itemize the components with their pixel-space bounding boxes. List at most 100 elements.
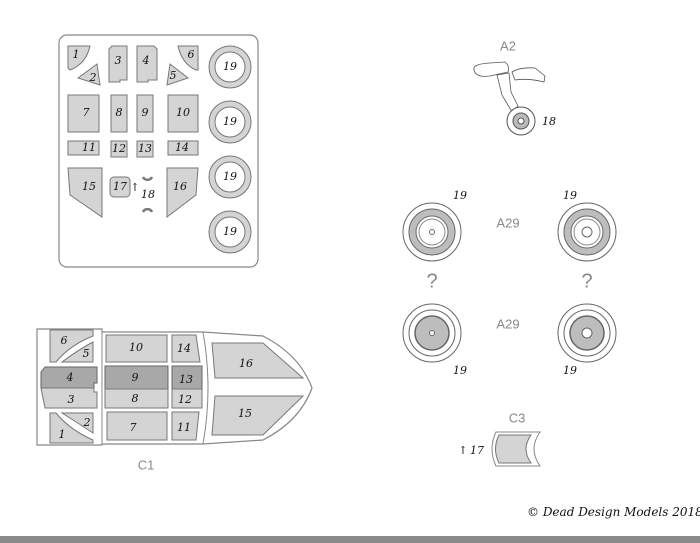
mask-part-19-label: 19 [223,115,237,128]
c1-part-7 [106,411,168,441]
c1-part-7-label: 7 [130,421,137,434]
c1-part-10-label: 10 [129,341,143,354]
mask-part-18-label: 18 [141,188,155,201]
mask-part-9-label: 9 [142,106,149,119]
arrow-up-icon: ↑ [458,444,467,457]
wheel-part-label: 19 [563,189,577,202]
mask-part-1-label: 1 [73,48,80,61]
c1-part-15-label: 15 [238,407,252,420]
c3-label: C3 [509,410,526,425]
c1-part-6 [49,329,94,363]
mask-part-4 [136,45,158,83]
mask-part-11 [67,140,100,156]
c1-part-4 [40,366,98,389]
mask-part-3 [108,45,128,83]
question-mark-icon: ? [581,270,592,292]
mask-part-14 [167,140,199,156]
wheel-top-left [402,202,462,262]
c1-part-6-label: 6 [61,334,68,347]
wheel-bottom-left [402,303,462,363]
a2-part-label: 18 [542,115,556,128]
c1-part-2-label: 2 [83,416,91,429]
mask-part-19-label: 19 [223,170,237,183]
mask-part-6 [177,45,199,71]
c1-part-16-label: 16 [239,357,253,370]
bottom-border [0,536,700,543]
mask-sheet: 1 2 3 4 5 6 7 8 9 10 11 12 13 14 15 17 ↑… [58,34,259,268]
c1-part-11-label: 11 [177,421,191,434]
mask-part-5 [166,63,190,86]
c1-part-2 [60,412,94,434]
mask-part-1 [67,45,91,71]
mask-part-19-label: 19 [223,60,237,73]
mask-part-15 [67,167,103,218]
mask-part-11-label: 11 [82,141,96,154]
mask-part-10-label: 10 [176,106,190,119]
question-mark-icon: ? [426,270,437,292]
mask-part-19-label: 19 [223,225,237,238]
wheel-part-label: 19 [563,364,577,377]
c1-part-10 [105,334,168,363]
mask-part-16-label: 16 [173,180,187,193]
mask-part-2-label: 2 [89,71,97,84]
mask-part-17-label: 17 [113,180,127,193]
c1-part-14-label: 14 [177,342,191,355]
mask-part-14-label: 14 [175,141,189,154]
wheel-part-label: 19 [453,364,467,377]
mask-part-18-a [141,176,154,182]
c1-part-9-label: 9 [132,371,139,384]
mask-part-7 [67,94,100,133]
canopy-c1: 6 5 4 3 2 1 10 9 8 7 14 13 12 11 16 15 C… [36,328,313,472]
c3-part-label: 17 [470,444,484,457]
c1-part-14 [171,334,201,363]
c1-part-13-label: 13 [179,373,193,386]
wheel-part-label: 19 [453,189,467,202]
c1-part-16 [211,342,305,379]
a29-label-bottom: A29 [496,316,519,331]
mask-part-18-b [141,207,154,213]
mask-part-12 [110,140,128,158]
c1-part-12 [171,388,203,409]
mask-part-19-rings [208,45,252,254]
c1-part-8-label: 8 [132,392,139,405]
mask-part-15-label: 15 [82,180,96,193]
part-c3: C3 ↑ 17 [458,410,541,467]
mask-part-16 [166,167,199,219]
c1-part-1-label: 1 [59,428,66,441]
c1-part-5-label: 5 [83,347,90,360]
c1-part-12-label: 12 [178,393,192,406]
wheel-top-right [557,202,617,262]
c1-part-8 [104,388,169,409]
mask-part-2 [76,63,101,86]
arrow-up-icon: ↑ [130,181,139,194]
c1-part-3-label: 3 [68,393,75,406]
mask-part-7-label: 7 [83,106,90,119]
copyright-text: © Dead Design Models 2018 [527,505,700,519]
mask-part-6-label: 6 [188,48,195,61]
a2-label: A2 [500,38,516,53]
c1-part-15 [211,395,305,436]
mask-part-17 [109,176,131,198]
mask-part-10 [167,94,199,133]
mask-part-9 [136,94,154,133]
c1-part-4-label: 4 [66,371,74,384]
mask-part-4-label: 4 [142,54,150,67]
mask-part-8-label: 8 [116,106,123,119]
mask-part-8 [110,94,128,133]
c1-part-11 [171,411,200,441]
wheel-bottom-right [557,303,617,363]
wheels-a29: 19 19 19 19 A29 A29 ? ? [402,189,617,377]
c1-label: C1 [138,457,155,472]
c1-part-5 [60,341,94,363]
mask-part-12-label: 12 [112,142,126,155]
c1-part-3 [40,387,98,409]
c3-mask [495,434,532,464]
landing-gear-a2: A2 18 [473,38,556,136]
mask-part-13-label: 13 [138,142,152,155]
c1-part-1 [49,412,94,444]
a29-label-top: A29 [496,215,519,230]
mask-part-3-label: 3 [115,54,122,67]
mask-sheet-border [58,34,259,268]
mask-part-5-label: 5 [170,69,177,82]
